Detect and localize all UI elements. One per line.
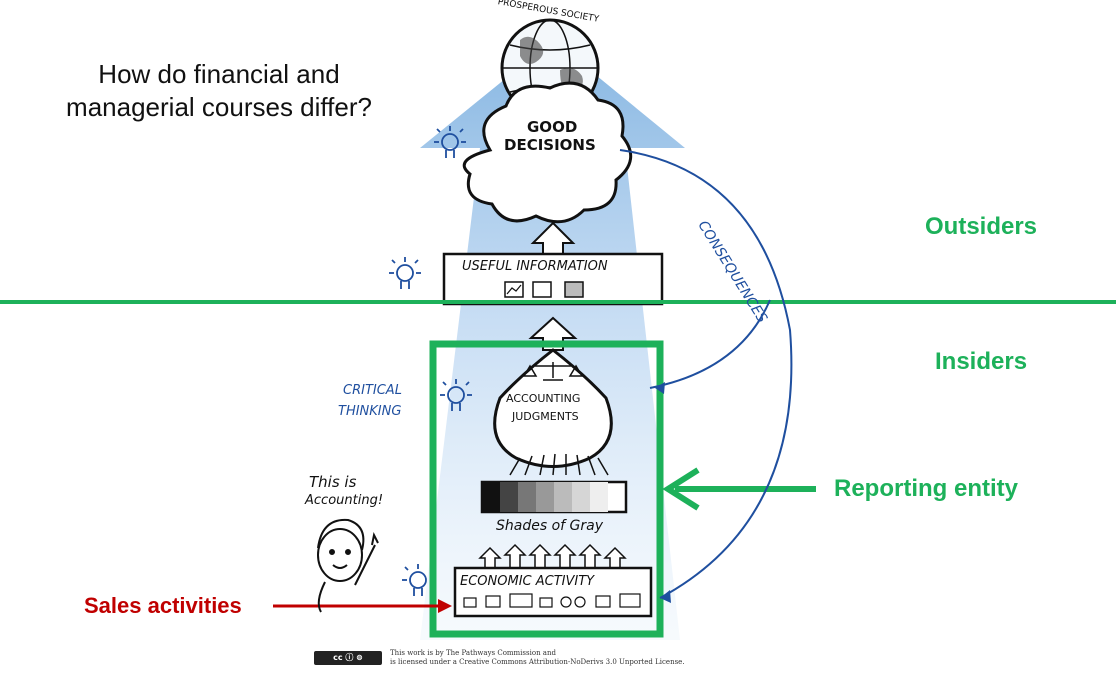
insiders-label: Insiders [935,348,1028,375]
sales-activities-arrow [273,599,452,613]
judgments-text: JUDGMENTS [512,410,579,423]
this-is-text: This is [309,473,357,491]
economic-activity-box [453,566,653,618]
sales-activities-label: Sales activities [84,593,242,618]
critical-text: CRITICAL [343,383,402,398]
lightbulb-icons [389,126,472,596]
accounting-text: ACCOUNTING [506,392,581,405]
good-decisions-cloud [462,81,633,224]
reporting-entity-frame [429,340,664,638]
good-decisions-text-2: DECISIONS [504,136,596,154]
shades-of-gray-text: Shades of Gray [496,518,603,534]
thinking-text: THINKING [338,404,402,419]
license-line-1: This work is by The Pathways Commission … [390,649,556,657]
reporting-entity-arrow [662,467,816,511]
license-text: This work is by The Pathways Commission … [390,649,810,667]
good-decisions-text-1: GOOD [527,118,578,136]
reporting-entity-label: Reporting entity [834,475,1018,502]
outsiders-label: Outsiders [925,213,1038,240]
accounting-judgments-shape [493,348,613,468]
creative-commons-badge-icon: cc ⓘ ⊜ [314,651,382,665]
shades-of-gray-bar [480,480,628,514]
license-line-2: is licensed under a Creative Commons Att… [390,658,685,666]
economic-activity-text: ECONOMIC ACTIVITY [460,574,595,589]
person-sketch [317,518,379,613]
question-line-2: managerial courses differ? [66,92,372,122]
slide-question: How do financial and managerial courses … [9,58,429,124]
useful-information-text: USEFUL INFORMATION [462,259,608,274]
question-line-1: How do financial and [98,59,340,89]
accounting-exclaim-text: Accounting! [305,493,384,508]
